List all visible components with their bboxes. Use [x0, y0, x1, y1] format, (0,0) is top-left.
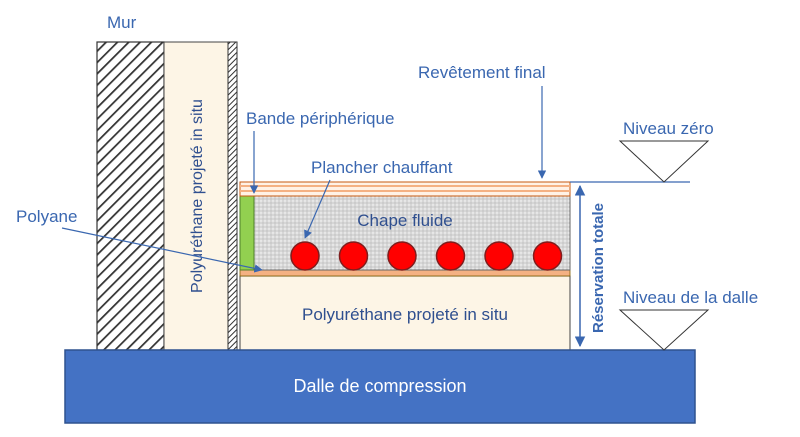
pu-vertical-label: Polyuréthane projeté in situ [189, 99, 206, 293]
wall-facing-strip [227, 41, 238, 351]
wall-label: Mur [107, 13, 137, 32]
compression-slab-label: Dalle de compression [293, 376, 466, 396]
pu-horizontal-label: Polyuréthane projeté in situ [302, 305, 508, 324]
pu-horizontal-insulation [239, 275, 571, 351]
total-reservation-label: Réservation totale [590, 203, 607, 333]
heating-pipe [338, 241, 369, 271]
heating-pipe [484, 241, 514, 271]
perimeter-strip-label: Bande périphérique [246, 109, 394, 128]
heated-floor-leader [304, 179, 331, 239]
heating-pipe [532, 241, 563, 271]
zero-level-triangle [618, 140, 710, 183]
polyane-layer [239, 269, 571, 277]
slab-level-triangle [618, 309, 710, 351]
zero-level-label: Niveau zéro [623, 119, 714, 138]
compression-slab [64, 349, 696, 424]
polyane-leader [61, 227, 263, 273]
heating-pipe [435, 241, 466, 271]
heating-pipe [290, 241, 320, 271]
final-coating-layer [239, 181, 571, 197]
heating-pipes [290, 241, 563, 271]
screed-label: Chape fluide [357, 211, 452, 230]
pu-vertical-insulation [163, 41, 229, 351]
heating-pipe [387, 241, 417, 271]
heated-floor-label: Plancher chauffant [311, 158, 453, 177]
perimeter-strip [239, 195, 255, 271]
final-coating-label: Revêtement final [418, 63, 546, 82]
wall [96, 41, 165, 351]
slab-level-label: Niveau de la dalle [623, 288, 758, 307]
polyane-label: Polyane [16, 207, 77, 226]
